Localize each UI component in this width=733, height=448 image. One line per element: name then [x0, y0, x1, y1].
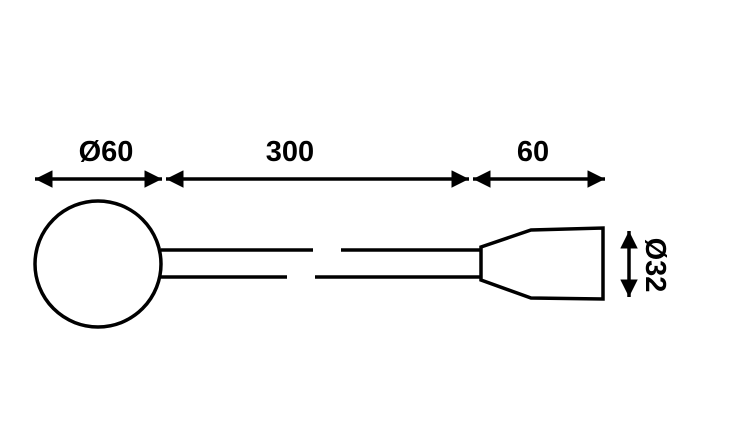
socket-holder [479, 226, 605, 301]
label-socket-diameter: Ø32 [639, 238, 671, 293]
cable [161, 248, 481, 279]
label-cable-length: 300 [266, 136, 314, 168]
label-sphere-diameter: Ø60 [79, 136, 134, 168]
label-socket-length: 60 [517, 136, 549, 168]
sphere-shade [33, 199, 163, 329]
